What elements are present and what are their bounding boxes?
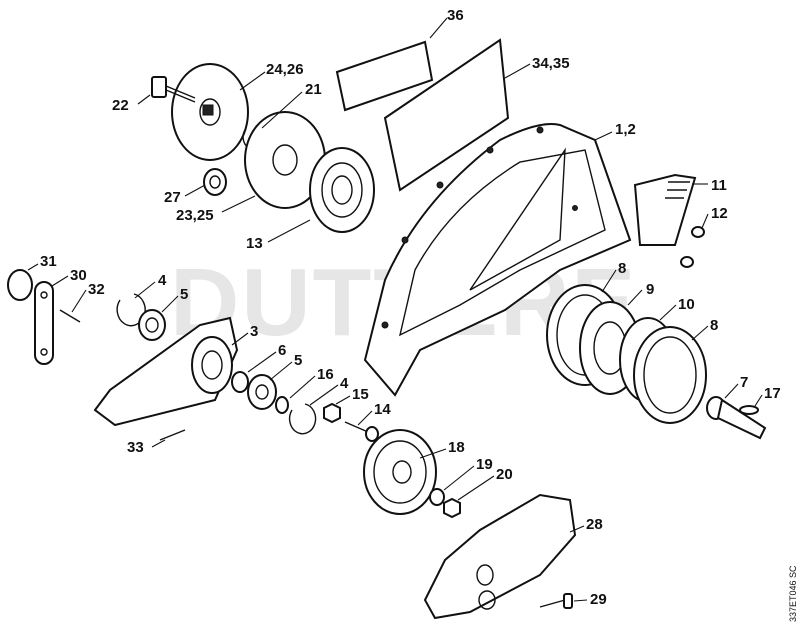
part-32-screw — [59, 309, 81, 323]
part-30-arm — [34, 281, 54, 365]
label-11: 11 — [711, 177, 727, 194]
part-28-belt-cover — [423, 493, 577, 620]
label-13: 13 — [246, 235, 263, 252]
label-1-2: 1,2 — [615, 121, 636, 138]
part-13-bearing-flange — [309, 147, 375, 233]
label-30: 30 — [70, 267, 87, 284]
label-4-b: 4 — [340, 375, 349, 392]
part-7-shaft — [706, 396, 767, 440]
part-19-washer — [429, 488, 445, 506]
part-17-key — [739, 405, 759, 415]
label-6: 6 — [278, 342, 286, 359]
part-labels: 36 24,26 34,35 22 21 1,2 27 11 23,25 12 … — [40, 7, 781, 608]
label-8-b: 8 — [710, 317, 718, 334]
label-12: 12 — [711, 205, 728, 222]
label-5-a: 5 — [180, 286, 188, 303]
label-22: 22 — [112, 97, 129, 114]
part-4-circlip-b — [288, 403, 317, 435]
label-3: 3 — [250, 323, 258, 340]
part-29-screw — [539, 593, 573, 609]
part-22-bolt — [151, 76, 196, 103]
label-19: 19 — [476, 456, 493, 473]
leader-lines — [27, 17, 763, 602]
label-16: 16 — [317, 366, 334, 383]
label-34-35: 34,35 — [532, 55, 570, 72]
label-33: 33 — [127, 439, 144, 456]
part-16-washer — [275, 396, 289, 414]
part-14-bolt — [344, 421, 379, 442]
label-18: 18 — [448, 439, 465, 456]
part-3-arm-housing — [93, 316, 239, 427]
drawing-code: 337ET046 SC — [788, 565, 798, 622]
part-31-cap — [7, 269, 33, 301]
part-34-35-plate — [383, 38, 510, 192]
label-28: 28 — [586, 516, 603, 533]
label-29: 29 — [590, 591, 607, 608]
part-12-screws — [680, 226, 705, 268]
part-18-pulley — [363, 429, 437, 515]
label-36: 36 — [447, 7, 464, 24]
part-15-nut — [323, 402, 341, 424]
label-10: 10 — [678, 296, 695, 313]
part-5-bearing-a — [138, 309, 166, 341]
label-23-25: 23,25 — [176, 207, 214, 224]
part-11-handle — [633, 173, 697, 246]
part-20-nut — [443, 497, 461, 519]
label-31: 31 — [40, 253, 57, 270]
label-15: 15 — [352, 386, 369, 403]
part-4-circlip-a — [116, 293, 146, 327]
part-36-label — [335, 40, 434, 112]
part-8-ring-b — [633, 326, 707, 424]
label-5-b: 5 — [294, 352, 302, 369]
label-8-a: 8 — [618, 260, 626, 277]
label-21: 21 — [305, 81, 322, 98]
label-4-a: 4 — [158, 272, 167, 289]
label-27: 27 — [164, 189, 181, 206]
label-20: 20 — [496, 466, 513, 483]
part-33-screw — [159, 429, 186, 441]
label-32: 32 — [88, 281, 105, 298]
part-27-bushing — [203, 168, 227, 196]
part-1-2-guard — [363, 123, 632, 397]
label-7: 7 — [740, 374, 748, 391]
label-9: 9 — [646, 281, 654, 298]
label-24-26: 24,26 — [266, 61, 304, 78]
part-5-bearing-b — [247, 374, 277, 410]
label-17: 17 — [764, 385, 781, 402]
part-24-26-flange — [171, 63, 249, 161]
part-6-spacer — [231, 371, 249, 393]
label-14: 14 — [374, 401, 391, 418]
